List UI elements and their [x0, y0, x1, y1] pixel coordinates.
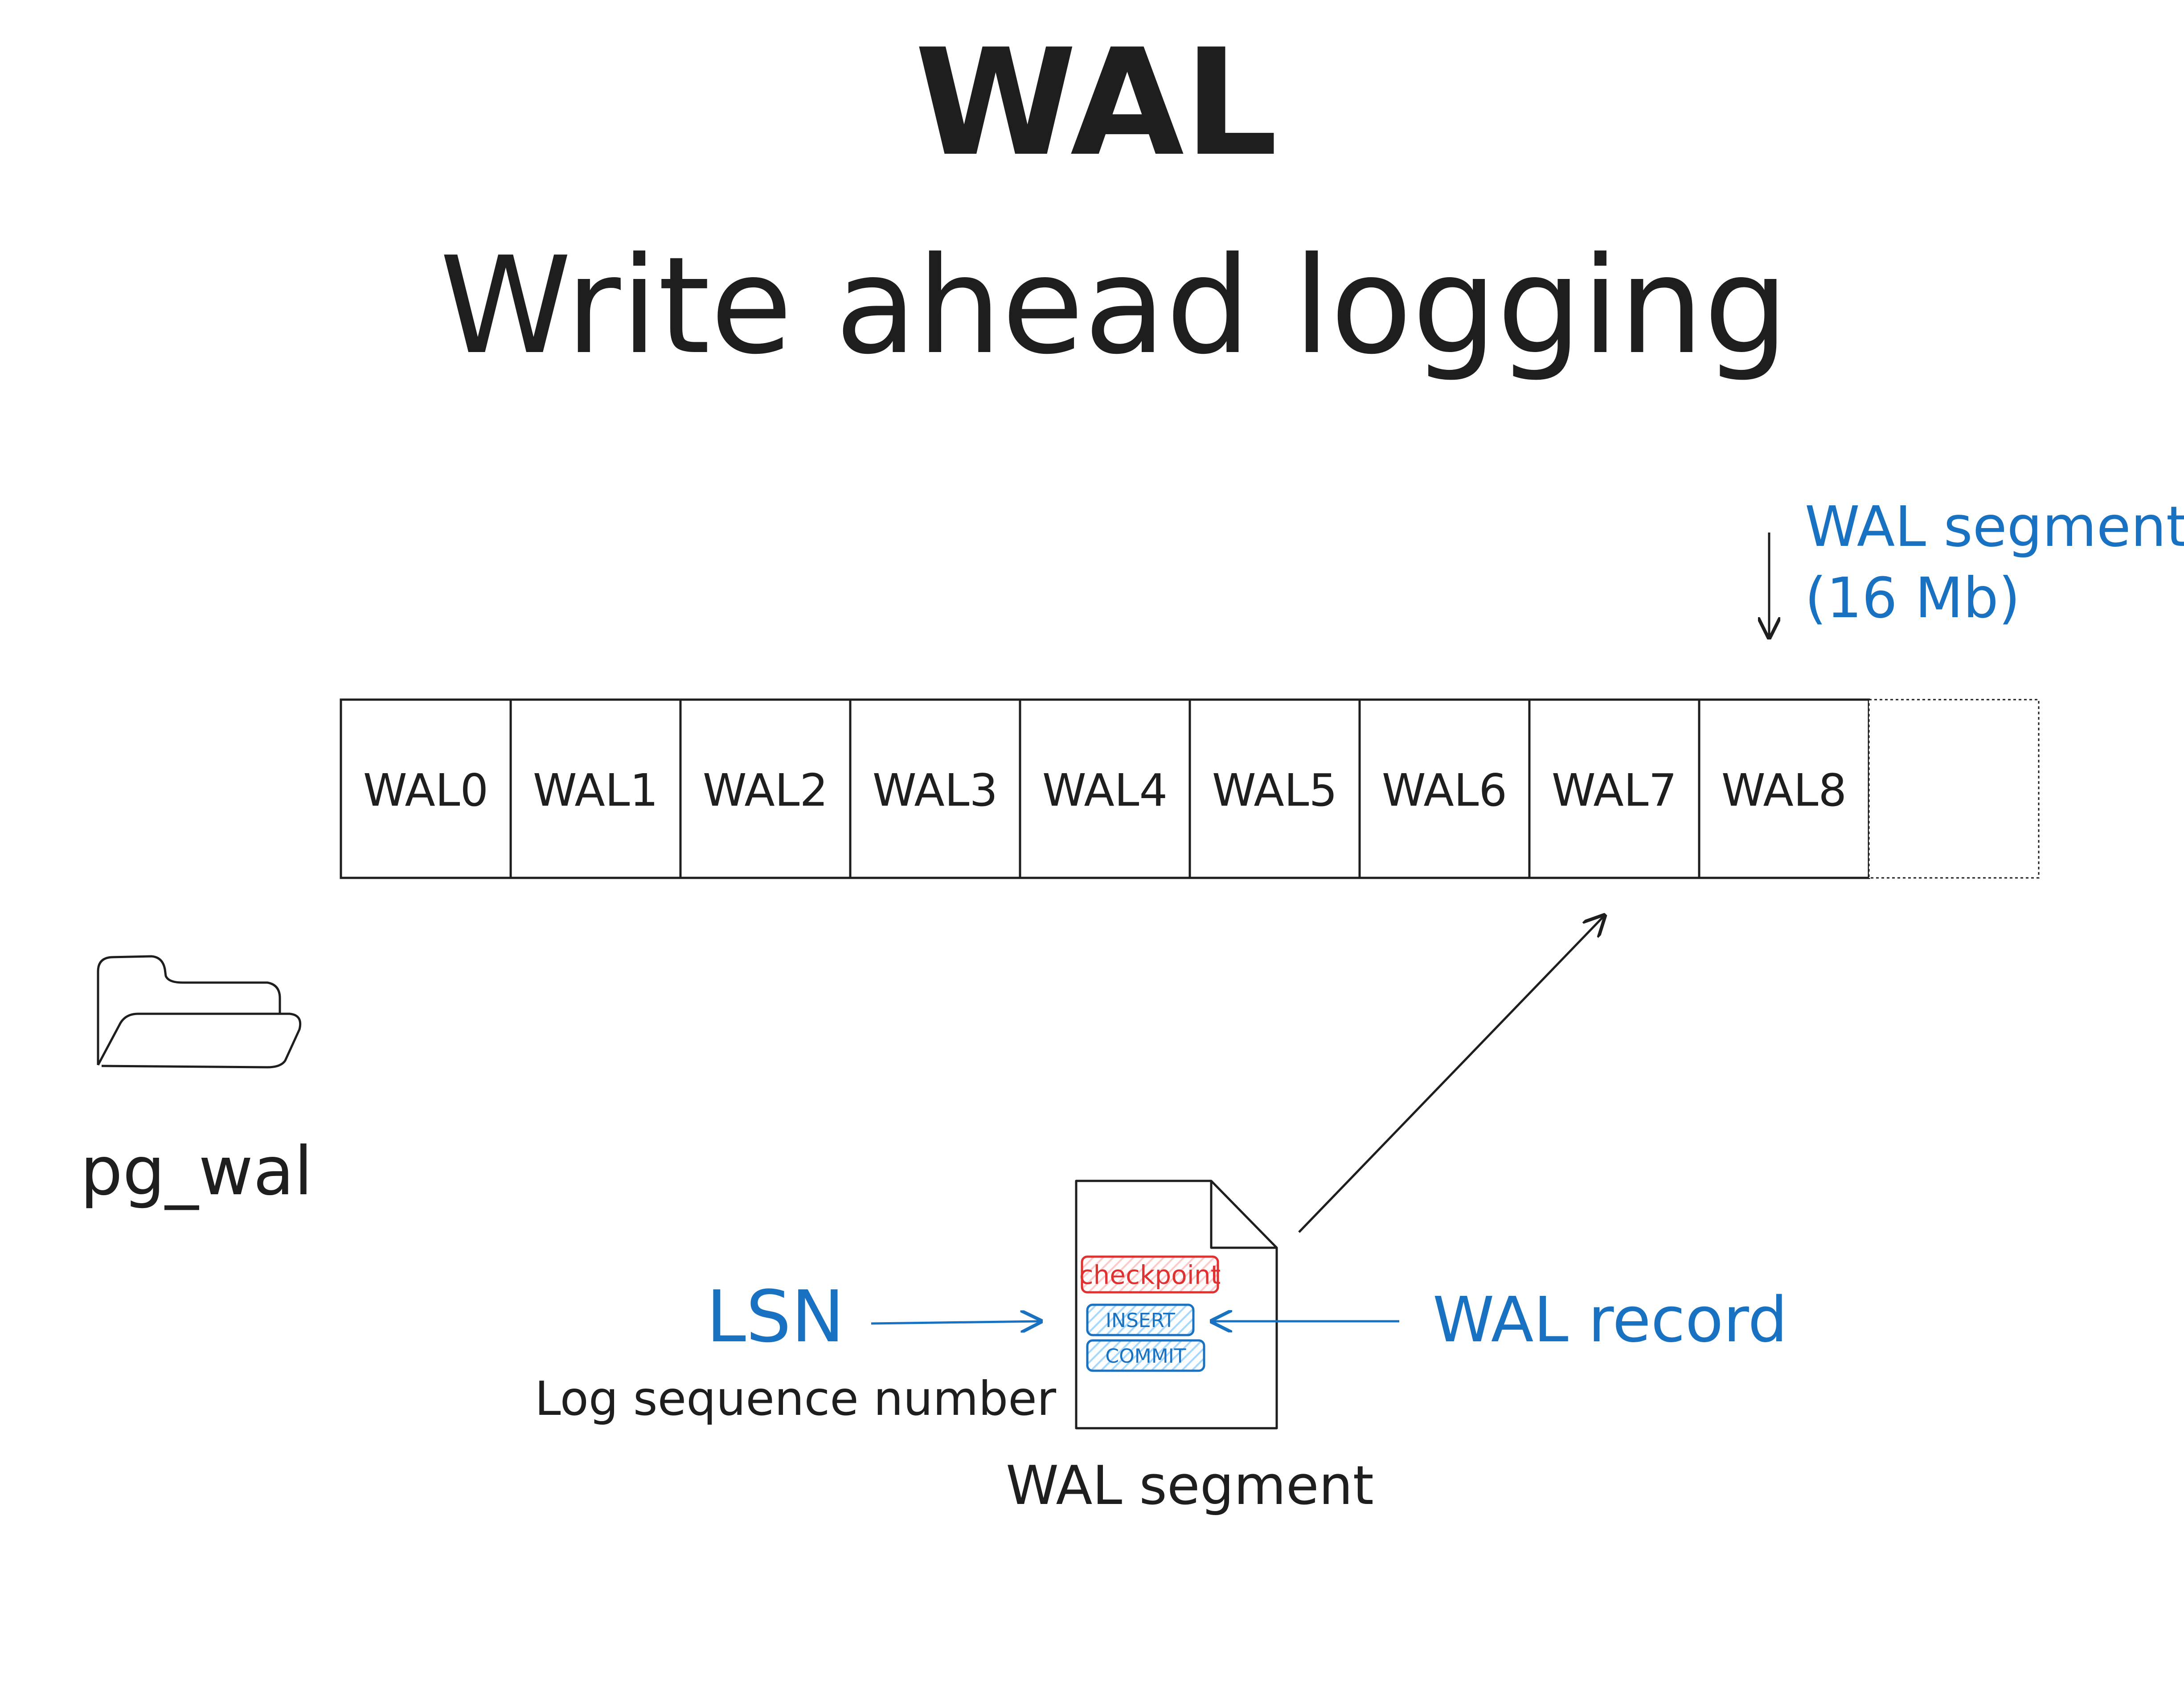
- wal-record-label: WAL record: [1433, 1284, 1787, 1356]
- wal-segment-label: WAL5: [1212, 764, 1337, 816]
- segment-size-value: (16 Mb): [1805, 566, 2020, 631]
- wal-record-checkpoint: checkpoint: [1079, 1255, 1221, 1294]
- wal-segment-label: WAL3: [873, 764, 998, 816]
- wal-segment-label: WAL4: [1042, 764, 1168, 816]
- segment-file-label: WAL segment: [1006, 1455, 1374, 1517]
- wal-segment-label: WAL8: [1721, 764, 1847, 816]
- wal-segment-label: WAL1: [533, 764, 658, 816]
- wal-record-label: INSERT: [1106, 1309, 1175, 1332]
- segment-size-label: WAL segment: [1805, 495, 2184, 559]
- wal-segment-label: WAL0: [363, 764, 488, 816]
- wal-record-label: checkpoint: [1079, 1260, 1221, 1290]
- wal-segment-label: WAL7: [1552, 764, 1677, 816]
- wal-segment-cell: WAL6: [1358, 698, 1531, 879]
- folder-label: pg_wal: [80, 1133, 313, 1210]
- wal-segment-cell: WAL0: [340, 698, 512, 879]
- wal-segment-cell: WAL7: [1528, 698, 1700, 879]
- wal-record-insert: INSERT: [1086, 1303, 1195, 1336]
- wal-segment-label: WAL2: [703, 764, 828, 816]
- segment-to-strip-arrow: [1298, 916, 1604, 1233]
- wal-segment-cell: WAL5: [1188, 698, 1361, 879]
- wal-record-label: COMMIT: [1105, 1345, 1186, 1368]
- folder-icon: [97, 955, 302, 1069]
- diagram-subtitle: Write ahead logging: [439, 228, 1788, 384]
- lsn-arrow: [871, 1321, 1041, 1323]
- wal-segment-cell: WAL4: [1019, 698, 1191, 879]
- lsn-description: Log sequence number: [535, 1372, 1057, 1426]
- wal-segment-cell: WAL2: [679, 698, 852, 879]
- wal-segment-cell-empty: [1868, 699, 2040, 879]
- wal-segment-cell: WAL3: [849, 698, 1021, 879]
- segment-strip: WAL0 WAL1 WAL2 WAL3 WAL4 WAL5 WAL6 WAL7 WAL8: [340, 698, 2040, 879]
- diagram-title: WAL: [915, 17, 1278, 188]
- wal-segment-cell: WAL8: [1698, 698, 1870, 879]
- wal-segment-label: WAL6: [1382, 764, 1507, 816]
- wal-segment-cell: WAL1: [509, 698, 682, 879]
- wal-record-commit: COMMIT: [1086, 1339, 1205, 1372]
- lsn-label: LSN: [706, 1275, 844, 1358]
